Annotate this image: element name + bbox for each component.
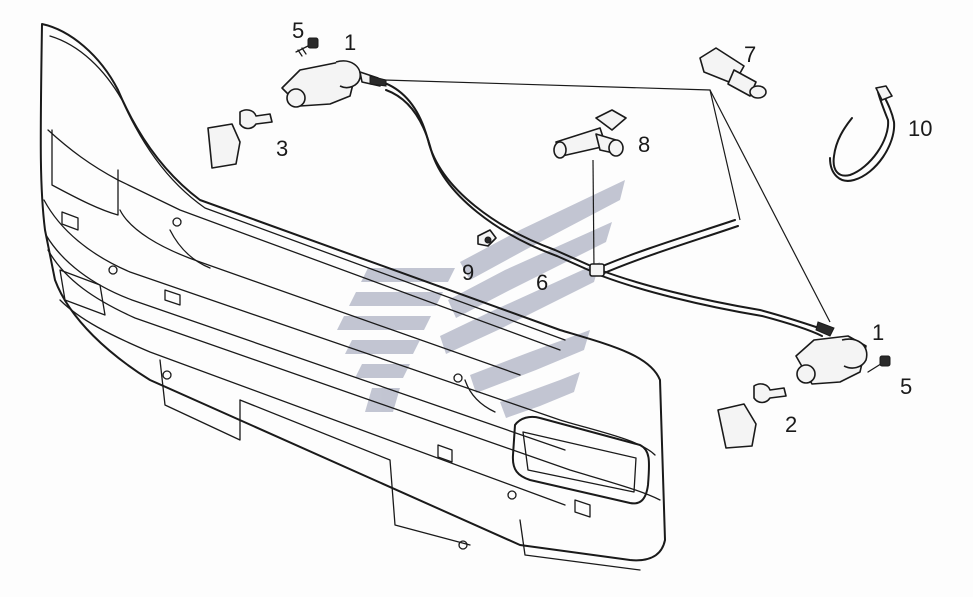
screw-5-top <box>295 37 319 57</box>
connector-7 <box>699 47 767 99</box>
clip-9 <box>477 229 497 247</box>
callout-8: 8 <box>638 132 650 157</box>
callout-1-right: 1 <box>872 320 884 345</box>
hose-lines <box>381 79 831 337</box>
callout-9: 9 <box>462 260 474 285</box>
strap-10 <box>829 85 896 182</box>
callout-5-top: 5 <box>292 18 304 43</box>
nozzle-holder-right <box>795 321 868 385</box>
callout-1-top: 1 <box>344 30 356 55</box>
callout-2: 2 <box>785 412 797 437</box>
t-connector-8 <box>553 109 627 159</box>
callout-6: 6 <box>536 270 548 295</box>
hose-clamp-6 <box>589 263 605 277</box>
nozzle-2 <box>717 383 787 449</box>
callout-5-right: 5 <box>900 374 912 399</box>
callout-labels: 1 1 2 3 5 5 6 7 8 9 10 <box>276 18 932 437</box>
screw-5-right <box>867 355 891 373</box>
front-bumper <box>39 23 666 571</box>
callout-10: 10 <box>908 116 932 141</box>
watermark-logo <box>337 180 625 418</box>
nozzle-holder-left <box>281 60 387 108</box>
callout-7: 7 <box>744 42 756 67</box>
nozzle-3 <box>207 109 273 169</box>
callout-3: 3 <box>276 136 288 161</box>
